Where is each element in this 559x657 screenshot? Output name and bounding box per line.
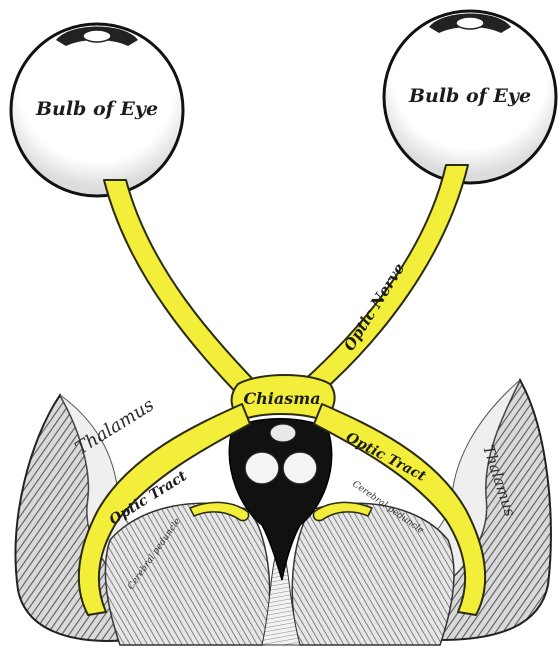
chiasma-label: Chiasma: [243, 389, 320, 408]
tuber-cinereum: [270, 424, 296, 442]
bulb-of-eye-left-label: Bulb of Eye: [35, 98, 158, 120]
mammillary-body-right: [283, 452, 317, 484]
mammillary-body-left: [245, 452, 279, 484]
bulb-of-eye-right-label: Bulb of Eye: [408, 85, 531, 107]
left-cerebral-peduncle: [105, 503, 269, 645]
right-cerebral-peduncle: [292, 503, 454, 645]
left-optic-nerve: [104, 180, 265, 402]
